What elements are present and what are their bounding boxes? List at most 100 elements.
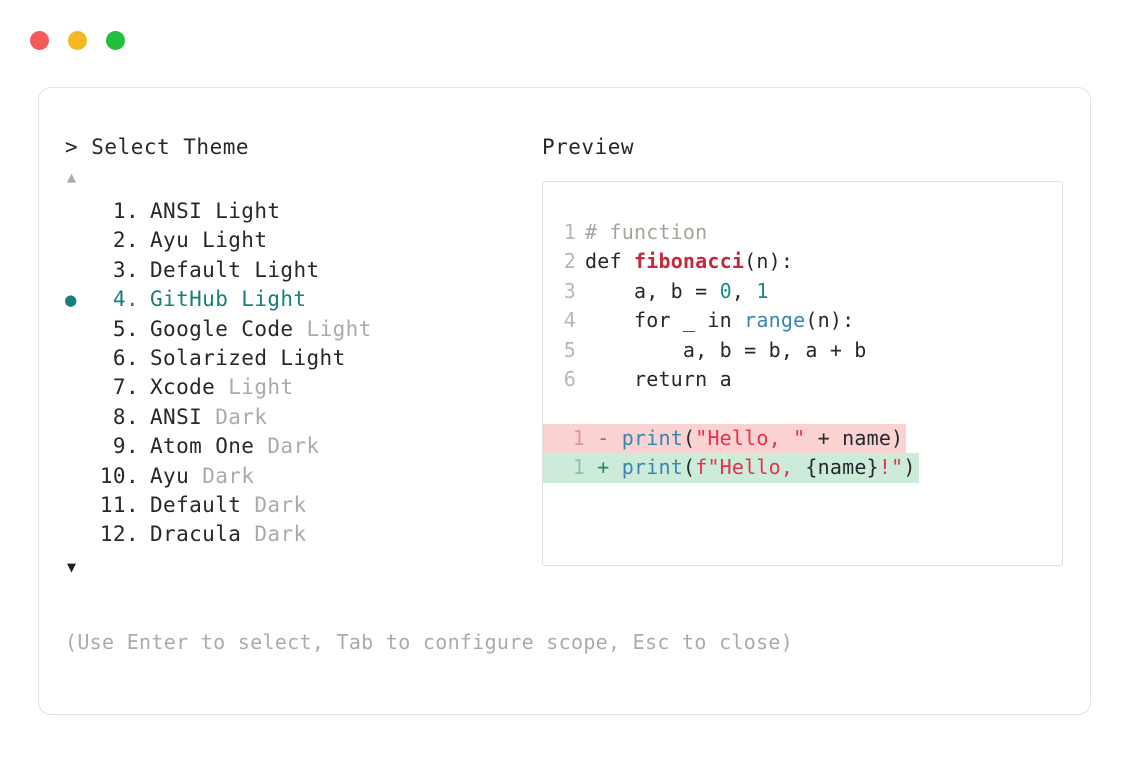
theme-selector-column: > Select Theme ▲ 1. ANSI Light 2. Ayu Light… [65,134,525,578]
code-line-content: for _ in range(n): [585,306,854,335]
code-token: (n): [744,249,794,274]
code-line: 6 return a [543,365,1062,394]
theme-item-index: 6. [112,345,139,370]
line-number: 5 [563,337,576,362]
theme-item-variant: Dark [202,463,255,488]
prompt-title: > Select Theme [65,135,250,159]
code-token: ( [682,425,696,450]
theme-item-name: ANSI Light [139,197,280,226]
theme-item-basename: Google Code [150,316,307,341]
theme-item-basename: Ayu Light [150,228,268,253]
theme-list-item[interactable]: ●4.GitHub Light [65,285,525,314]
code-token: ) [903,455,916,480]
code-token: def [585,249,634,274]
theme-item-basename: Atom One [150,434,268,459]
code-line-content: def fibonacci(n): [585,247,793,276]
theme-item-index: 1. [112,199,139,223]
code-line: 1# function [543,218,1062,247]
theme-item-variant: Dark [267,434,320,459]
theme-list-item[interactable]: 11.Default Dark [65,491,525,520]
theme-list-item[interactable]: 7.Xcode Light [65,373,525,402]
scroll-down-indicator-icon[interactable]: ▼ [67,557,77,576]
theme-item-basename: Default Light [150,257,320,282]
theme-list-item[interactable]: 6. Solarized Light [65,344,525,373]
code-token: print [621,455,683,480]
code-token: a, b = [585,278,720,303]
theme-item-basename: ANSI Light [150,199,281,223]
theme-item-variant: Dark [254,492,307,517]
theme-list-item[interactable]: 9.Atom One Dark [65,432,525,461]
theme-item-name: Google Code Light [139,315,372,344]
theme-item-basename: ANSI [150,404,216,429]
theme-list-item[interactable]: 3.Default Light [65,256,525,285]
code-token: (n): [805,308,855,333]
theme-item-basename: Solarized Light [150,345,346,370]
code-token: 0 [719,278,732,303]
theme-item-name: Ayu Light [139,226,267,255]
diff-sign: + [585,455,622,480]
theme-item-name: Ayu Dark [139,462,254,491]
code-line-content: a, b = b, a + b [585,336,867,365]
code-token: + name) [805,425,904,450]
theme-picker-card: > Select Theme ▲ 1. ANSI Light 2. Ayu Light… [38,87,1091,715]
theme-list[interactable]: 1. ANSI Light 2. Ayu Light 3.Default Light●4… [65,197,525,550]
theme-item-basename: Dracula [150,522,255,547]
line-number: 2 [563,249,576,274]
theme-list-item[interactable]: 5.Google Code Light [65,315,525,344]
theme-item-index: 11. [99,492,139,517]
diff-sign: - [585,425,622,450]
code-token: 1 [756,278,769,303]
theme-item-name: Dracula Dark [139,520,307,549]
close-window-button[interactable] [30,31,49,50]
theme-item-basename: Xcode [150,375,229,400]
diff-line-content: + print(f"Hello, {name}!") [585,453,919,483]
theme-item-basename: GitHub Light [150,287,307,312]
selected-bullet-icon: ● [65,289,77,312]
code-line-content: a, b = 0, 1 [585,277,769,306]
minimize-window-button[interactable] [68,31,87,50]
code-token: !" [878,455,904,480]
theme-item-name: GitHub Light [139,285,307,314]
theme-item-index: 8. [112,404,139,429]
theme-item-name: Default Dark [139,491,307,520]
window-traffic-lights [30,31,125,50]
theme-item-name: Atom One Dark [139,432,320,461]
theme-list-item[interactable]: 8. ANSI Dark [65,403,525,432]
code-line-content: return a [585,365,732,394]
theme-list-item[interactable]: 1. ANSI Light [65,197,525,226]
theme-item-basename: Ayu [150,463,203,488]
code-token: , [731,278,757,303]
code-line: 5 a, b = b, a + b [543,336,1062,365]
scroll-up-indicator-icon[interactable]: ▲ [67,168,77,186]
code-line: 2 def fibonacci(n): [543,247,1062,276]
theme-item-index: 5. [112,316,139,341]
code-line: 4 for _ in range(n): [543,306,1062,335]
scroll-down-wrap: ▼ [65,557,525,578]
code-token: return a [585,366,732,391]
theme-item-index: 2. [112,228,139,253]
theme-item-variant: Light [306,316,372,341]
code-token: print [621,425,683,450]
card-body: > Select Theme ▲ 1. ANSI Light 2. Ayu Light… [39,88,1090,714]
theme-list-item[interactable]: 10.Ayu Dark [65,462,525,491]
code-token: "Hello, " [695,425,806,450]
theme-item-variant: Dark [215,404,268,429]
preview-label: Preview [542,135,635,159]
maximize-window-button[interactable] [106,31,125,50]
diff-line-del: 1 - print("Hello, " + name) [543,423,1062,454]
code-token: f"Hello, [695,455,806,480]
theme-item-index: 10. [99,463,139,488]
theme-list-item[interactable]: 2. Ayu Light [65,226,525,255]
diff-preview: 1 - print("Hello, " + name)1 + print(f"H… [543,423,1062,483]
diff-line-number: 1 [543,423,585,454]
theme-item-name: Solarized Light [139,344,346,373]
code-line: 3 a, b = 0, 1 [543,277,1062,306]
keyboard-hint-text: (Use Enter to select, Tab to configure s… [65,630,794,654]
theme-list-item[interactable]: 12.Dracula Dark [65,520,525,549]
theme-item-basename: Default [150,492,255,517]
code-line-content: # function [585,218,707,247]
